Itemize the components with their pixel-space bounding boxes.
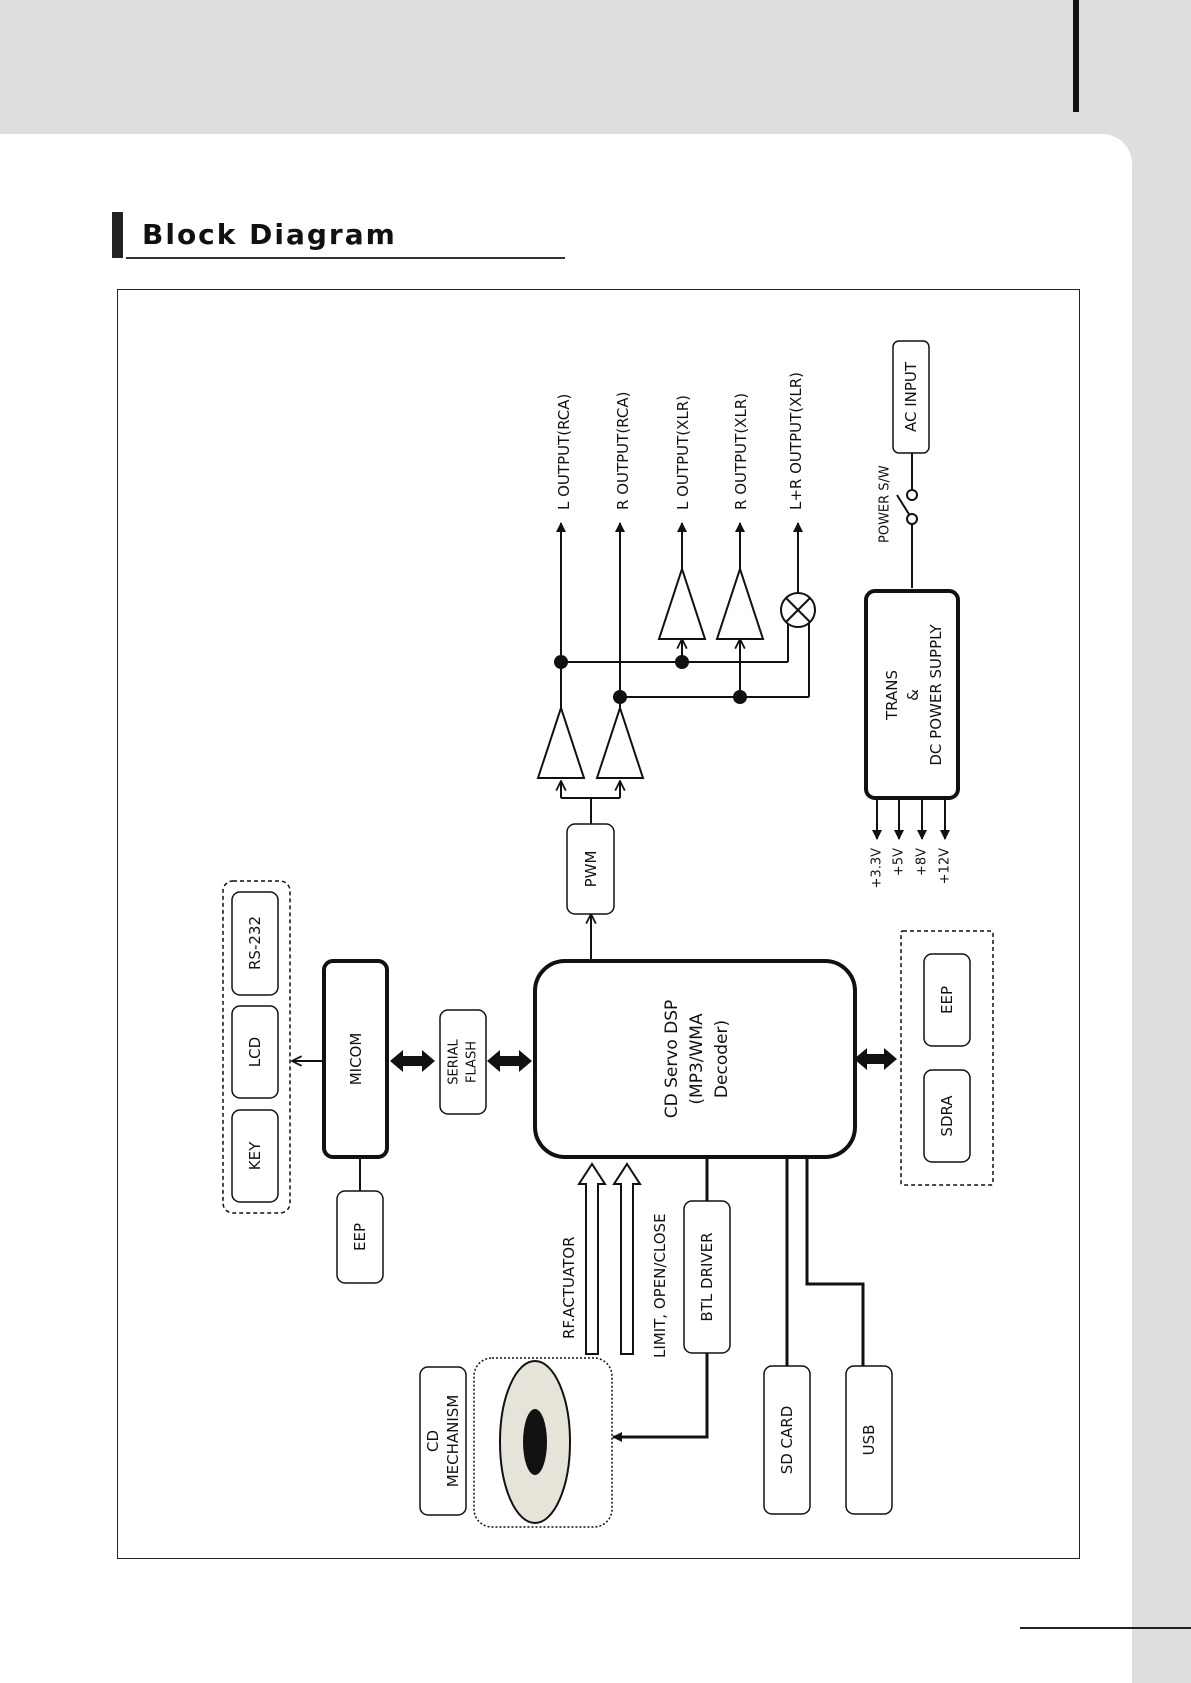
cd-mechanism-label-1: CD [424, 1430, 442, 1452]
rf-actuator-label: RF.ACTUATOR [560, 1236, 578, 1339]
block-labels: KEY LCD RS-232 MICOM EEP SERIAL FLASH CD… [246, 361, 956, 1487]
limit-open-close-label: LIMIT, OPEN/CLOSE [651, 1213, 669, 1358]
eep-dsp-label: EEP [938, 986, 956, 1014]
eep-micom-label: EEP [351, 1223, 369, 1251]
voltage-label-8v: +8V [915, 848, 930, 876]
output-label-r-xlr: R OUTPUT(XLR) [732, 393, 750, 510]
btl-driver-label: BTL DRIVER [698, 1232, 716, 1321]
amp-r-rca [597, 708, 643, 778]
page-edge-marker [1073, 0, 1079, 112]
serial-flash-label-1: SERIAL [447, 1039, 462, 1085]
dsp-label-3: Decoder) [712, 1020, 732, 1098]
disc-graphic [500, 1361, 570, 1523]
sd-card-label: SD CARD [778, 1406, 796, 1475]
switch-contact-low [907, 514, 917, 524]
limit-arrow [614, 1164, 640, 1354]
voltage-label-3v3: +3.3V [870, 848, 885, 889]
input-arrows [579, 1164, 640, 1354]
footer-rule [1020, 1627, 1191, 1629]
output-label-l-xlr: L OUTPUT(XLR) [674, 395, 692, 510]
power-supply-label-2: & [904, 689, 922, 701]
amp-l-xlr [659, 569, 705, 639]
amp-l-rca [538, 708, 584, 778]
dsp-usb-line [807, 1157, 863, 1366]
block-diagram: KEY LCD RS-232 MICOM EEP SERIAL FLASH CD… [118, 290, 1081, 1560]
output-label-lr-xlr: L+R OUTPUT(XLR) [787, 372, 805, 510]
switch-contact-high [907, 490, 917, 500]
cd-mechanism-label-2: MECHANISM [444, 1395, 462, 1488]
micom-label: MICOM [347, 1033, 365, 1086]
voltage-labels: +3.3V +5V +8V +12V [870, 848, 953, 889]
sdra-label: SDRA [938, 1095, 956, 1137]
lcd-label: LCD [246, 1037, 264, 1067]
block-boxes [232, 341, 970, 1515]
title-accent-bar [112, 212, 123, 258]
output-labels: L OUTPUT(RCA) R OUTPUT(RCA) L OUTPUT(XLR… [555, 372, 805, 510]
rs232-label: RS-232 [246, 916, 264, 970]
block-diagram-frame: KEY LCD RS-232 MICOM EEP SERIAL FLASH CD… [117, 289, 1080, 1559]
btl-to-mechanism-arrow [613, 1353, 707, 1437]
voltage-label-5v: +5V [892, 848, 907, 876]
serial-flash-label-2: FLASH [465, 1041, 480, 1083]
connection-lines [292, 453, 945, 1437]
title-underline [126, 257, 565, 259]
output-label-r-rca: R OUTPUT(RCA) [614, 392, 632, 510]
flash-dsp-arrow [487, 1050, 532, 1072]
dsp-label-1: CD Servo DSP [662, 1000, 682, 1119]
ac-input-label: AC INPUT [902, 361, 920, 432]
amp-r-xlr [717, 569, 763, 639]
header-band [0, 0, 1191, 134]
power-switch-label: POWER S/W [878, 465, 893, 543]
power-supply-label-3: DC POWER SUPPLY [927, 624, 945, 766]
dsp-label-2: (MP3/WMA [687, 1013, 707, 1105]
page-title: Block Diagram [142, 218, 397, 251]
usb-label: USB [860, 1425, 878, 1456]
mixer-icon [781, 593, 815, 627]
dsp-memory-arrow [854, 1048, 897, 1070]
key-label: KEY [246, 1141, 264, 1170]
rf-actuator-arrow [579, 1164, 605, 1354]
output-label-l-rca: L OUTPUT(RCA) [555, 394, 573, 510]
power-supply-label-1: TRANS [883, 670, 901, 721]
output-amplifiers [538, 569, 763, 778]
micom-flash-arrow [390, 1050, 435, 1072]
disc-hub [523, 1409, 547, 1475]
voltage-label-12v: +12V [938, 848, 953, 884]
pwm-label: PWM [582, 851, 600, 888]
